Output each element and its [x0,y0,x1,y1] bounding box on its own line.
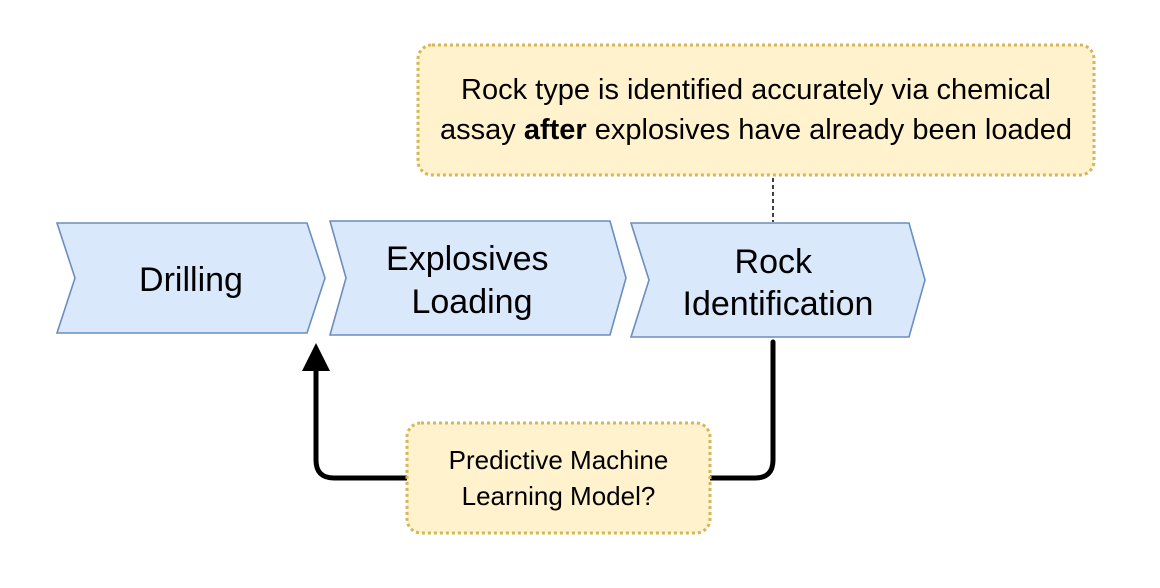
top-note-line-1: Rock type is identified accurately via c… [461,74,1051,106]
step-drilling-shape [55,222,326,334]
step-explosives-loading: Explosives Loading [328,220,627,336]
feedback-path-right [707,339,776,481]
feedback-arrowhead-icon [302,343,330,371]
step-rock-identification: Rock Identification [629,222,926,338]
step-drilling-label: Drilling [139,261,243,299]
bottom-note-box [405,421,712,535]
bottom-note-text: Predictive Machine Learning Model? [407,423,710,533]
step-drilling: Drilling [55,222,326,334]
step-explosives-loading-label: Explosives Loading [386,240,558,321]
top-note-box [416,43,1096,177]
top-note-emphasis: after [523,114,587,146]
bottom-note-line-2: Learning Model? [461,481,656,511]
feedback-path-left [313,365,410,481]
step-rock-identification-label: Rock Identification [683,243,874,323]
bottom-note-line-1: Predictive Machine [448,445,669,475]
step-rock-identification-shape [629,222,926,338]
step-explosives-loading-shape [328,220,627,336]
top-note-line-2-start: assay [440,114,524,146]
top-note-text: Rock type is identified accurately via c… [418,45,1094,175]
top-note-line-2-end: explosives have already been loaded [586,114,1072,146]
